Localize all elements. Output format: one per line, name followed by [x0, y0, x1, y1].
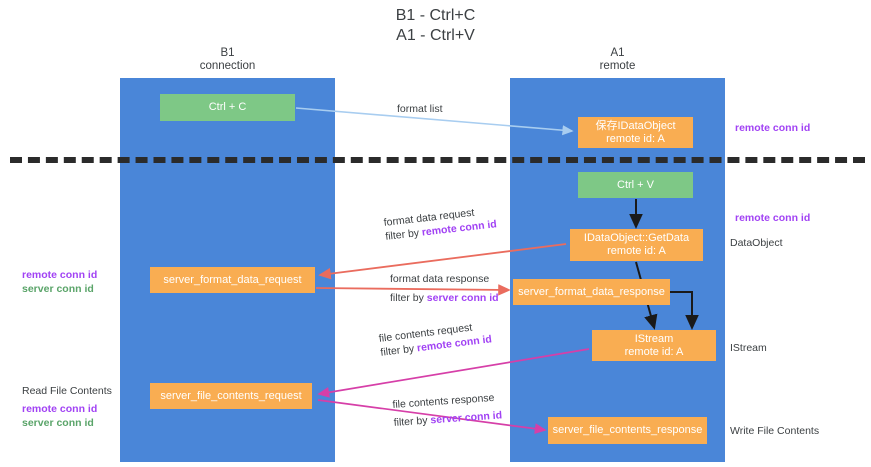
node-istream[interactable]: IStream remote id: A — [592, 330, 716, 361]
node-server-file-contents-request-label: server_file_contents_request — [160, 389, 302, 402]
edge-label-format-data-response-filter-key: server conn id — [426, 292, 499, 304]
node-server-file-contents-response[interactable]: server_file_contents_response — [548, 417, 707, 444]
connector-response-istream — [668, 291, 699, 330]
edge-label-format-data-response-text: format data response — [390, 273, 490, 285]
node-ctrl-c-label: Ctrl + C — [208, 101, 247, 113]
lane-header-b1-name: B1 — [220, 47, 235, 59]
lane-header-b1-sub: connection — [199, 60, 256, 72]
node-idataobject-getdata[interactable]: IDataObject::GetData remote id: A — [570, 229, 703, 261]
annotation-write-file-contents: Write File Contents — [730, 425, 820, 437]
annotation-left-server-conn-id: server conn id — [22, 283, 94, 295]
annotation-left-conn-ids-2: remote conn id server conn id — [22, 402, 97, 430]
node-server-format-data-response[interactable]: server_format_data_response — [513, 279, 670, 305]
annotation-remote-conn-id-mid: remote conn id — [735, 212, 811, 224]
diagram-title-line2: A1 - Ctrl+V — [396, 27, 475, 44]
connector-file-contents-request — [317, 348, 590, 398]
node-ctrl-v-label: Ctrl + V — [617, 178, 654, 191]
node-idataobject[interactable]: 保存IDataObject remote id: A — [578, 117, 693, 148]
connector-format-data-response — [315, 284, 511, 296]
annotation-dataobject: DataObject — [730, 237, 783, 249]
node-istream-line2: remote id: A — [624, 345, 684, 358]
edge-label-format-data-response: format data response filter by server co… — [390, 272, 499, 305]
lane-header-a1-name: A1 — [610, 47, 625, 59]
node-server-format-data-request-label: server_format_data_request — [163, 273, 302, 286]
connector-format-list — [295, 107, 574, 136]
diagram-title-line1: B1 - Ctrl+C — [395, 7, 476, 24]
node-getdata-line1: IDataObject::GetData — [583, 232, 690, 244]
node-server-format-data-request[interactable]: server_format_data_request — [150, 267, 315, 293]
connector-format-data-request — [318, 243, 567, 280]
annotation-left-conn-ids: remote conn id server conn id — [22, 268, 97, 296]
annotation-left-server-conn-id-2: server conn id — [22, 417, 94, 429]
node-idataobject-line2: remote id: A — [606, 132, 665, 145]
annotation-remote-conn-id-top: remote conn id — [735, 122, 811, 134]
diagram-title: B1 - Ctrl+C A1 - Ctrl+V — [0, 6, 871, 46]
annotation-left-remote-conn-id-2: remote conn id — [22, 403, 98, 415]
node-getdata-line2: remote id: A — [607, 245, 666, 257]
annotation-istream: IStream — [730, 342, 767, 354]
node-server-file-contents-response-label: server_file_contents_response — [552, 424, 703, 436]
lane-header-a1: A1 remote — [510, 47, 725, 73]
phase-divider — [10, 157, 865, 163]
node-server-format-data-response-label: server_format_data_response — [518, 285, 665, 298]
annotation-read-file-contents: Read File Contents — [22, 385, 112, 397]
lane-header-a1-sub: remote — [599, 60, 636, 72]
node-idataobject-line1: 保存IDataObject — [595, 119, 676, 132]
edge-label-format-list-text: format list — [397, 103, 443, 115]
node-istream-line1: IStream — [634, 332, 674, 345]
node-server-file-contents-request[interactable]: server_file_contents_request — [150, 383, 312, 409]
lane-header-b1: B1 connection — [120, 47, 335, 73]
edge-label-format-data-response-filter-prefix: filter by — [390, 292, 427, 304]
edge-label-file-contents-response-filter-prefix: filter by — [393, 414, 431, 429]
node-ctrl-c[interactable]: Ctrl + C — [160, 94, 295, 121]
node-ctrl-v[interactable]: Ctrl + V — [578, 172, 693, 198]
connector-file-contents-response — [317, 399, 547, 435]
annotation-left-remote-conn-id: remote conn id — [22, 269, 98, 281]
edge-label-format-list: format list — [397, 102, 443, 116]
